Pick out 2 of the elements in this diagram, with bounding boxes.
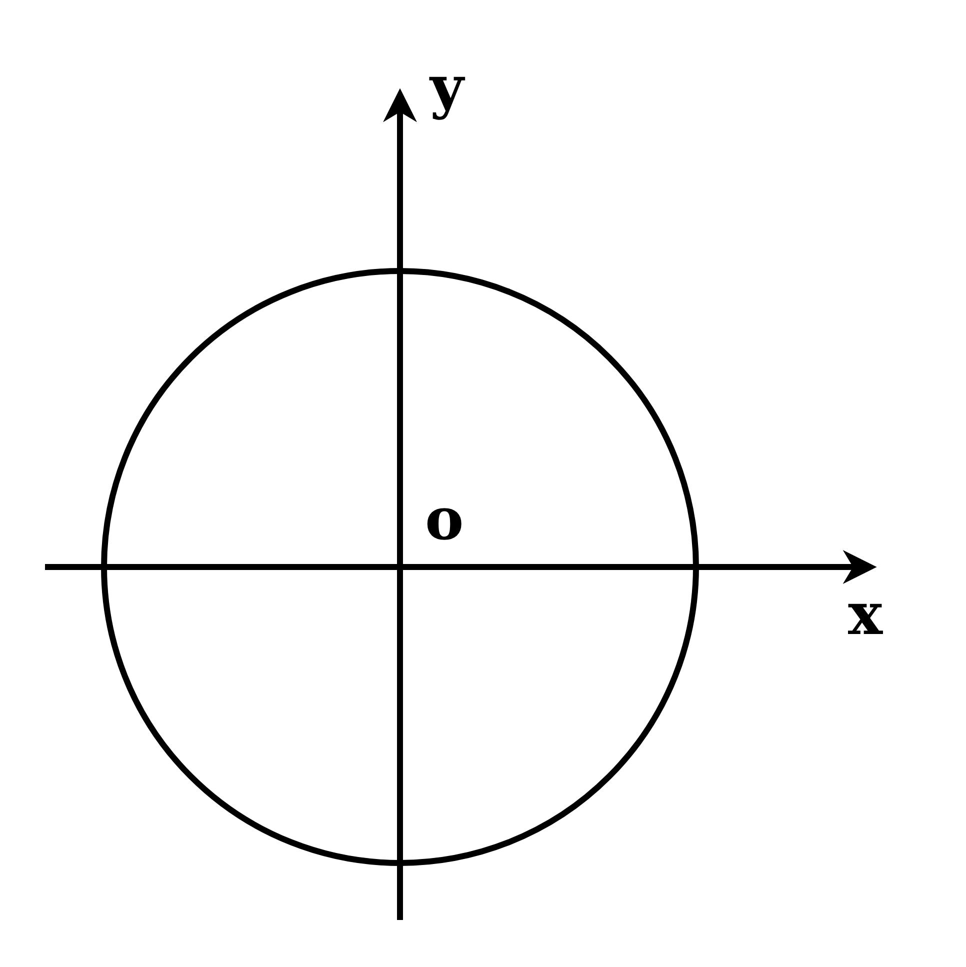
axis-label: x [848, 585, 883, 643]
origin-label: o [425, 490, 464, 548]
